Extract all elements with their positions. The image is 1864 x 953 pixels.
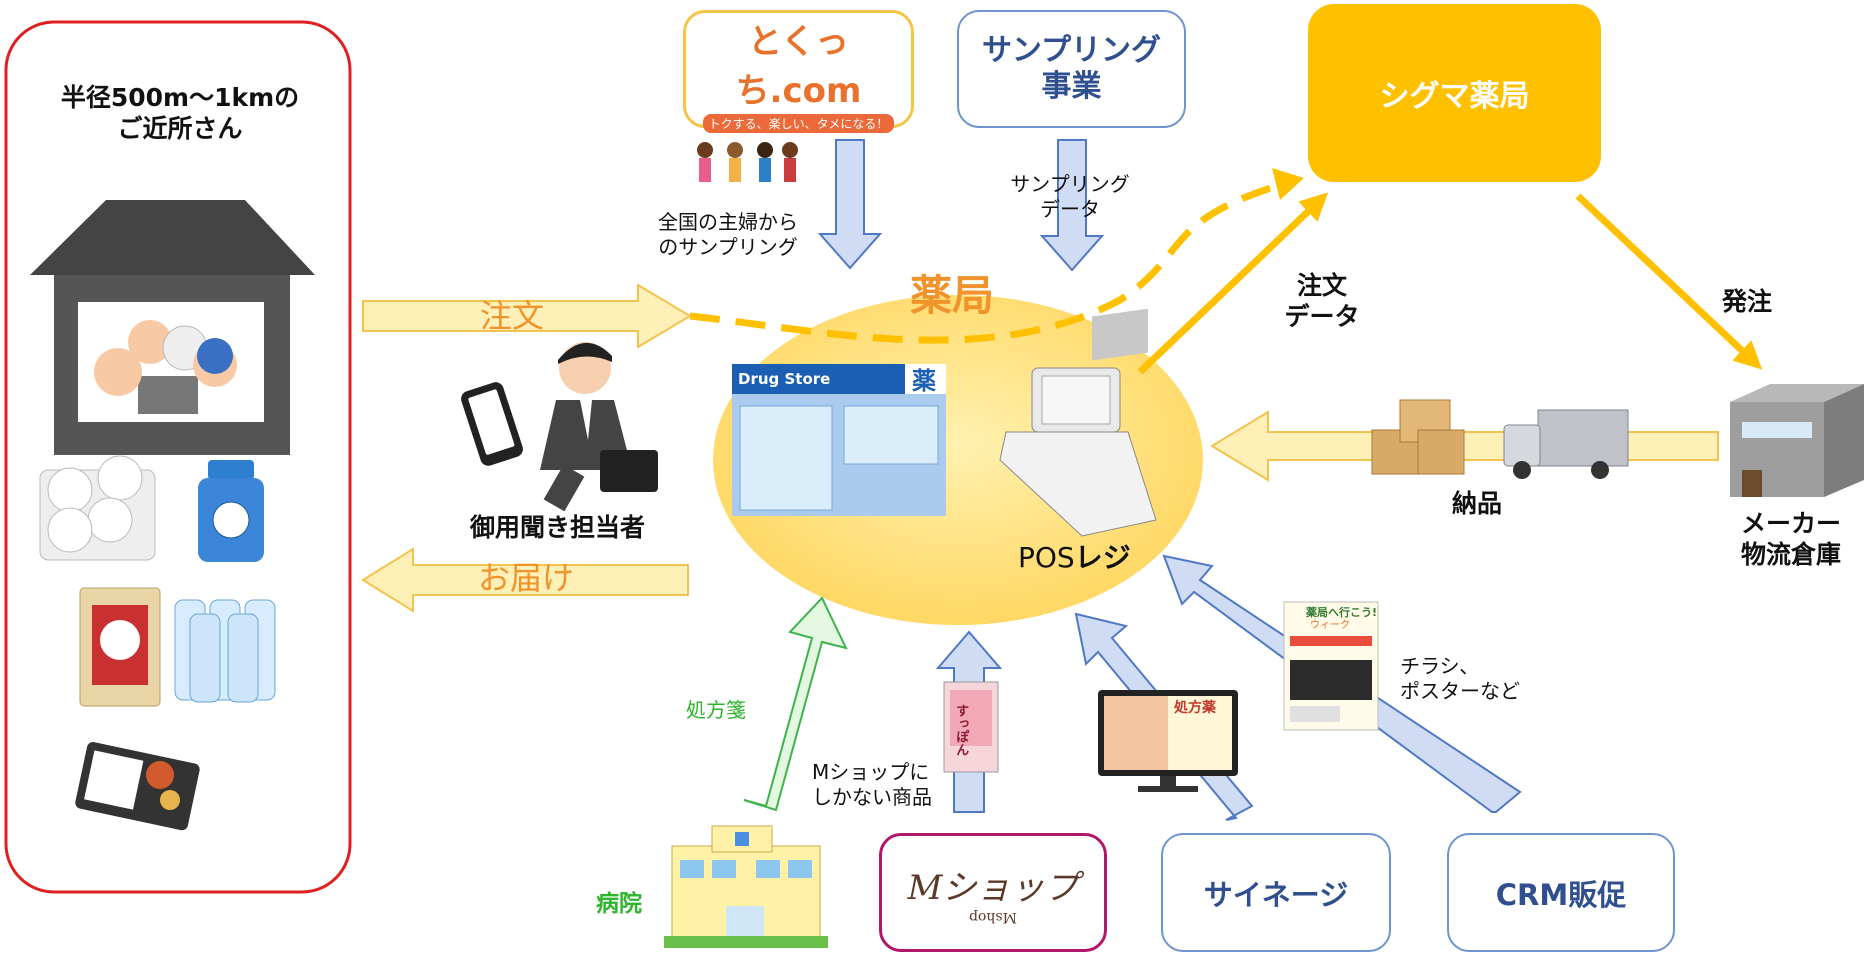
flyer-header-text: 薬局へ行こう! xyxy=(1306,606,1378,619)
detergent-bottle-icon xyxy=(198,460,264,562)
delivery-arrow xyxy=(361,547,689,613)
sampling-business-box[interactable]: サンプリング 事業 xyxy=(957,10,1186,128)
house-icon xyxy=(30,200,315,455)
water-bottles-icon xyxy=(174,599,276,703)
flyer-caption-line1: チラシ、 xyxy=(1400,654,1480,678)
order-data-line1: 注文 xyxy=(1296,271,1347,300)
prescription-arrow xyxy=(743,596,848,812)
drug-store-sign-kanji: 薬 xyxy=(912,367,936,395)
drug-store-sign: Drug Store xyxy=(738,370,831,388)
neighborhood-title-line1: 半径500m〜1kmの xyxy=(60,83,300,112)
mshop-logo-mirror: Mshop xyxy=(969,909,1017,925)
signage-monitor xyxy=(1098,690,1238,792)
mshop-logo-text: Mショップ xyxy=(907,868,1079,908)
signage-box[interactable]: サイネージ xyxy=(1161,833,1391,952)
hacchu-label: 発注 xyxy=(1722,287,1773,316)
cardboard-boxes-icon xyxy=(1371,399,1465,475)
toilet-paper-icon xyxy=(39,455,156,561)
flyer-poster xyxy=(1283,601,1379,731)
maker-line1: メーカー xyxy=(1740,509,1841,538)
mshop-product-package xyxy=(943,681,999,773)
tokucchi-down-arrow xyxy=(817,139,883,270)
order-data-line2: データ xyxy=(1284,302,1360,332)
neighborhood-title-line2: ご近所さん xyxy=(117,114,243,144)
sampling-caption-line2: データ xyxy=(1040,197,1100,221)
pharmacy-label: 薬局 xyxy=(910,271,995,320)
drug-store-illustration xyxy=(732,364,946,516)
tokucchi-tagline: トクする、楽しい、タメになる！ xyxy=(702,113,895,133)
hospital-icon xyxy=(664,825,828,948)
nohin-arrow xyxy=(1210,410,1719,482)
sampling-caption: サンプリング データ xyxy=(990,172,1150,222)
order-data-arrow xyxy=(1137,192,1329,375)
sampling-title-line1: サンプリング xyxy=(981,33,1162,68)
hospital-label: 病院 xyxy=(596,891,642,917)
hacchu-arrow xyxy=(1575,193,1763,370)
neighborhood-title: 半径500m〜1kmの ご近所さん xyxy=(40,82,320,145)
order-dashed-arrowhead xyxy=(1272,168,1304,200)
order-dashed-path xyxy=(689,178,1291,344)
tokucchi-caption: 全国の主婦から のサンプリング xyxy=(640,210,816,260)
tokucchi-logo-text: とくっち.com xyxy=(735,21,862,111)
mshop-caption: Mショップに しかない商品 xyxy=(812,760,932,810)
tokucchi-logo-box[interactable]: とくっち.com トクする、楽しい、タメになる！ xyxy=(683,10,914,133)
pos-label-latin: POS xyxy=(1018,541,1075,574)
tokucchi-caption-line1: 全国の主婦から xyxy=(658,210,798,234)
bento-box-icon xyxy=(75,742,200,831)
pos-register-icon xyxy=(999,308,1157,537)
pos-label-kana: レジ xyxy=(1074,541,1131,574)
maker-warehouse-label: メーカー 物流倉庫 xyxy=(1718,508,1864,571)
mshop-caption-line1: Mショップに xyxy=(812,760,930,784)
crm-box[interactable]: CRM販促 xyxy=(1447,833,1675,952)
flyer-caption-line2: ポスターなど xyxy=(1400,679,1520,703)
shoppers-icon xyxy=(697,142,798,182)
mshop-caption-line2: しかない商品 xyxy=(812,785,932,809)
delivery-arrow-label: お届け xyxy=(478,559,575,597)
warehouse-icon xyxy=(1730,384,1864,497)
signage-screen-text: 処方薬 xyxy=(1174,700,1216,716)
sigma-pharmacy-box[interactable]: シグマ薬局 xyxy=(1308,4,1601,182)
sales-person-label: 御用聞き担当者 xyxy=(470,513,646,542)
sampling-down-arrow xyxy=(1039,139,1105,272)
pos-label: POSレジ xyxy=(1018,540,1131,575)
mshop-logo-box[interactable]: Mショップ Mshop xyxy=(879,833,1107,952)
rice-bag-icon xyxy=(79,587,161,707)
truck-icon xyxy=(1503,409,1629,479)
order-arrow xyxy=(362,283,692,349)
business-man-icon xyxy=(461,342,658,512)
maker-line2: 物流倉庫 xyxy=(1740,540,1841,570)
mshop-product-text: すっぽん xyxy=(953,704,969,756)
sampling-caption-line1: サンプリング xyxy=(1010,172,1130,196)
flyer-sub-text: ウィーク xyxy=(1310,620,1350,631)
sampling-title-line2: 事業 xyxy=(1041,69,1102,104)
order-data-label: 注文 データ xyxy=(1272,270,1372,333)
tokucchi-caption-line2: のサンプリング xyxy=(658,235,798,259)
nohin-label: 納品 xyxy=(1452,489,1503,518)
order-arrow-label: 注文 xyxy=(480,297,545,335)
flyer-caption: チラシ、 ポスターなど xyxy=(1400,654,1520,704)
prescription-label: 処方箋 xyxy=(686,698,746,722)
